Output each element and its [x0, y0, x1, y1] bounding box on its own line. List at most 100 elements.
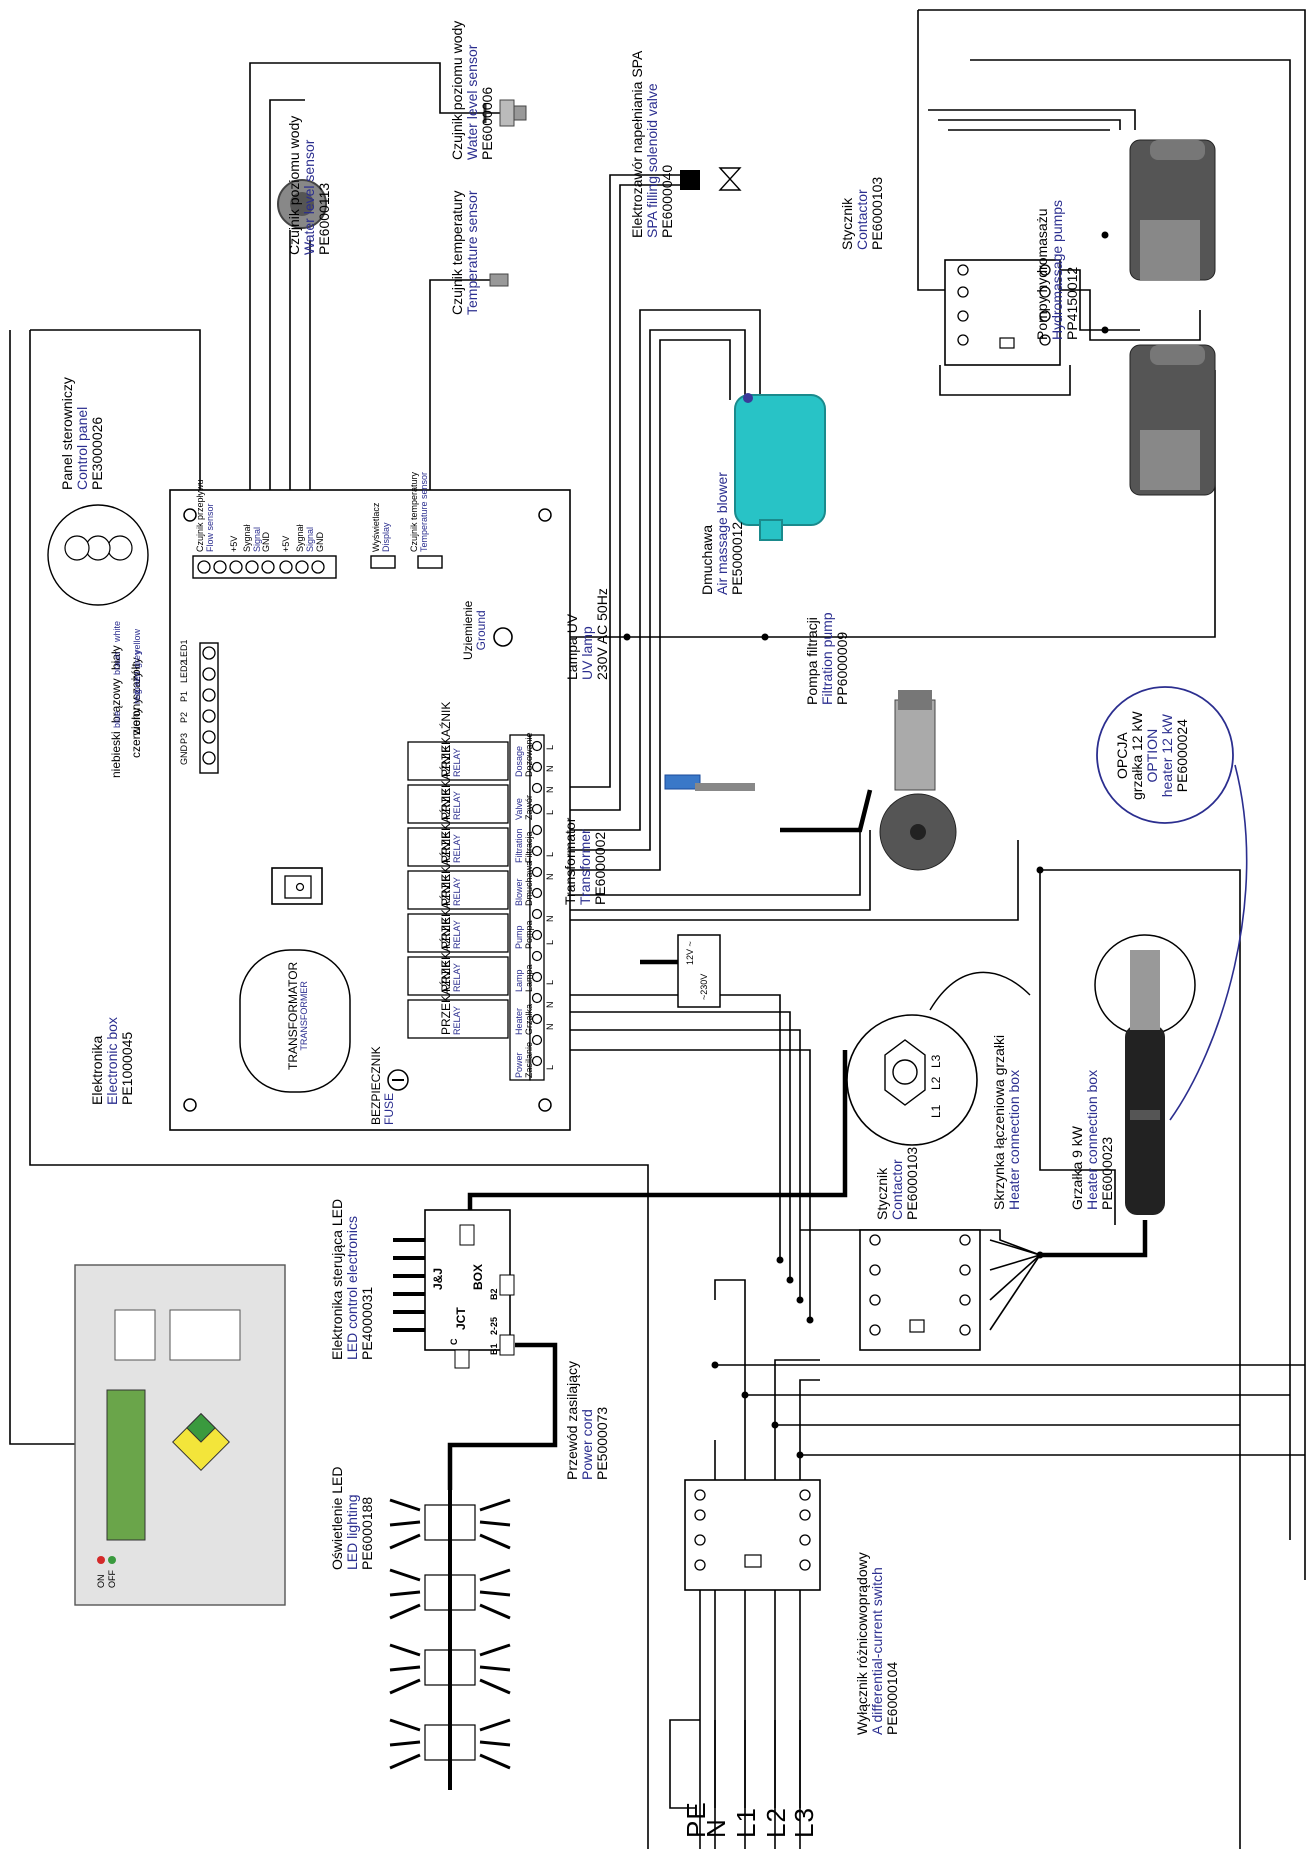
label-solenoid-valve: Elektrozawór napełniania SPA SPA filling…	[629, 50, 676, 238]
terminal-letter: L	[545, 809, 555, 815]
led-pin: P2	[179, 711, 189, 723]
contactor-mid	[859, 1229, 981, 1351]
jct-label-2: JCT	[454, 1307, 468, 1330]
mains-l2: L2	[761, 1807, 791, 1838]
jct-b1: B1	[489, 1343, 499, 1355]
heater-terminal-l2: L2	[929, 1076, 943, 1090]
terminal-letter: L	[545, 939, 555, 945]
label-control-panel: Panel sterowniczy Control panel PE300002…	[59, 377, 106, 490]
air-blower	[734, 393, 826, 541]
panel-on: ON	[96, 1574, 106, 1589]
label-option-heater: OPCJA grzałka 12 kW OPTION heater 12 kW …	[1114, 711, 1191, 800]
terminal-letter: N	[545, 873, 555, 881]
temperature-probe	[489, 273, 509, 287]
panel-off: OFF	[107, 1570, 117, 1588]
transformer-out: 12V ~	[685, 941, 695, 965]
uv-lamp	[664, 774, 755, 791]
led-pin: P1	[179, 690, 189, 702]
heater-terminal-l3: L3	[929, 1054, 943, 1068]
terminal-letter: L	[545, 979, 555, 985]
label-filtration-pump: Pompa filtracji Filtration pump PP600000…	[804, 612, 851, 705]
control-panel-knob	[47, 504, 149, 606]
mains-l1: L1	[731, 1807, 761, 1838]
label-power-cord: Przewód zasilający Power cord PE5000073	[564, 1360, 611, 1480]
led-pin: P3	[179, 732, 189, 744]
label-water-level-b: Czujnik poziomu wody Water level sensor …	[449, 20, 496, 160]
transformer-box	[677, 934, 721, 1008]
label-contactor-top: Stycznik Contactor PE6000103	[839, 176, 886, 250]
differential-switch	[684, 1479, 821, 1591]
jct-label-1: J&J	[431, 1267, 445, 1290]
terminal-letter: N	[545, 765, 555, 773]
wire-red: czerwony red	[129, 690, 143, 758]
label-temperature-sensor: Czujnik temperatury Temperature sensor	[449, 190, 481, 315]
mains-l3: L3	[789, 1807, 819, 1838]
led-lighting-chain	[389, 1490, 511, 1790]
label-contactor-mid: Stycznik Contactor PE6000103	[874, 1146, 921, 1220]
terminal-letter: N	[545, 1001, 555, 1009]
label-hydromassage-pumps: Pompy hydromasażu Hydromassage pumps PP4…	[1034, 199, 1081, 340]
heater-connection-box	[846, 1014, 978, 1146]
terminal-letter: N	[545, 786, 555, 794]
board-pin-1: +5V	[229, 535, 239, 552]
led-pin: LED2	[179, 660, 189, 683]
water-level-sensor-valve	[483, 99, 527, 127]
terminal-letter: L	[545, 1064, 555, 1070]
label-heater-box: Skrzynka łączeniowa grzałki Heater conne…	[991, 1034, 1023, 1210]
label-fuse: BEZPIECZNIK FUSE	[369, 1046, 396, 1125]
jct-c: C	[449, 1338, 459, 1346]
heater-terminal-l1: L1	[929, 1104, 943, 1118]
label-electronic-box: Elektronika Electronic box PE1000045	[89, 1017, 136, 1105]
jct-n: 2-25	[489, 1316, 499, 1335]
terminal-letter: N	[545, 915, 555, 923]
transformer-in: ~230V	[699, 973, 709, 1000]
jct-b2: B2	[489, 1288, 499, 1300]
wire-blue: niebieski blue	[109, 710, 123, 778]
terminal-letter: N	[545, 1023, 555, 1031]
terminal-letter: L	[545, 744, 555, 750]
heater-9kw	[1125, 950, 1165, 1215]
label-water-level-a: Czujnik poziomu wody Water level sensor …	[286, 115, 333, 255]
label-board-transformer: TRANSFORMATOR TRANSFORMER	[286, 961, 309, 1070]
ground-terminal	[493, 627, 513, 647]
board-pin-6: GND	[315, 532, 325, 552]
electronic-box	[169, 489, 571, 1131]
label-transformer: Transformator Transformer PE6000002	[562, 817, 609, 905]
board-pin-4: +5V	[281, 535, 291, 552]
hydromassage-pump-1	[1129, 139, 1216, 281]
water-level-sensor-round	[277, 179, 327, 229]
control-panel-device	[74, 1264, 286, 1606]
contactor-top	[944, 259, 1061, 366]
label-led-control: Elektronika sterująca LED LED control el…	[329, 1198, 376, 1360]
filtration-pump	[879, 690, 957, 871]
solenoid-valve	[680, 167, 742, 191]
led-pin: GND	[179, 745, 189, 765]
board-pin-3: GND	[261, 532, 271, 552]
option-heater-circle	[1096, 686, 1234, 824]
label-heater-9kw: Grzałka 9 kW Heater connection box PE600…	[1069, 1069, 1116, 1210]
jct-box	[393, 1209, 515, 1369]
hydromassage-pump-2	[1129, 344, 1216, 496]
label-uv-lamp: Lampa UV UV lamp 230V AC 50Hz	[564, 588, 611, 680]
label-ground: Uziemienie Ground	[461, 600, 488, 660]
jct-label-3: BOX	[471, 1263, 485, 1290]
label-blower: Dmuchawa Air massage blower PE5000012	[699, 472, 746, 595]
terminal-letter: L	[545, 851, 555, 857]
label-diff-switch: Wyłącznik różnicowoprądowy A differentia…	[854, 1552, 901, 1735]
mains-n: N	[701, 1818, 731, 1838]
